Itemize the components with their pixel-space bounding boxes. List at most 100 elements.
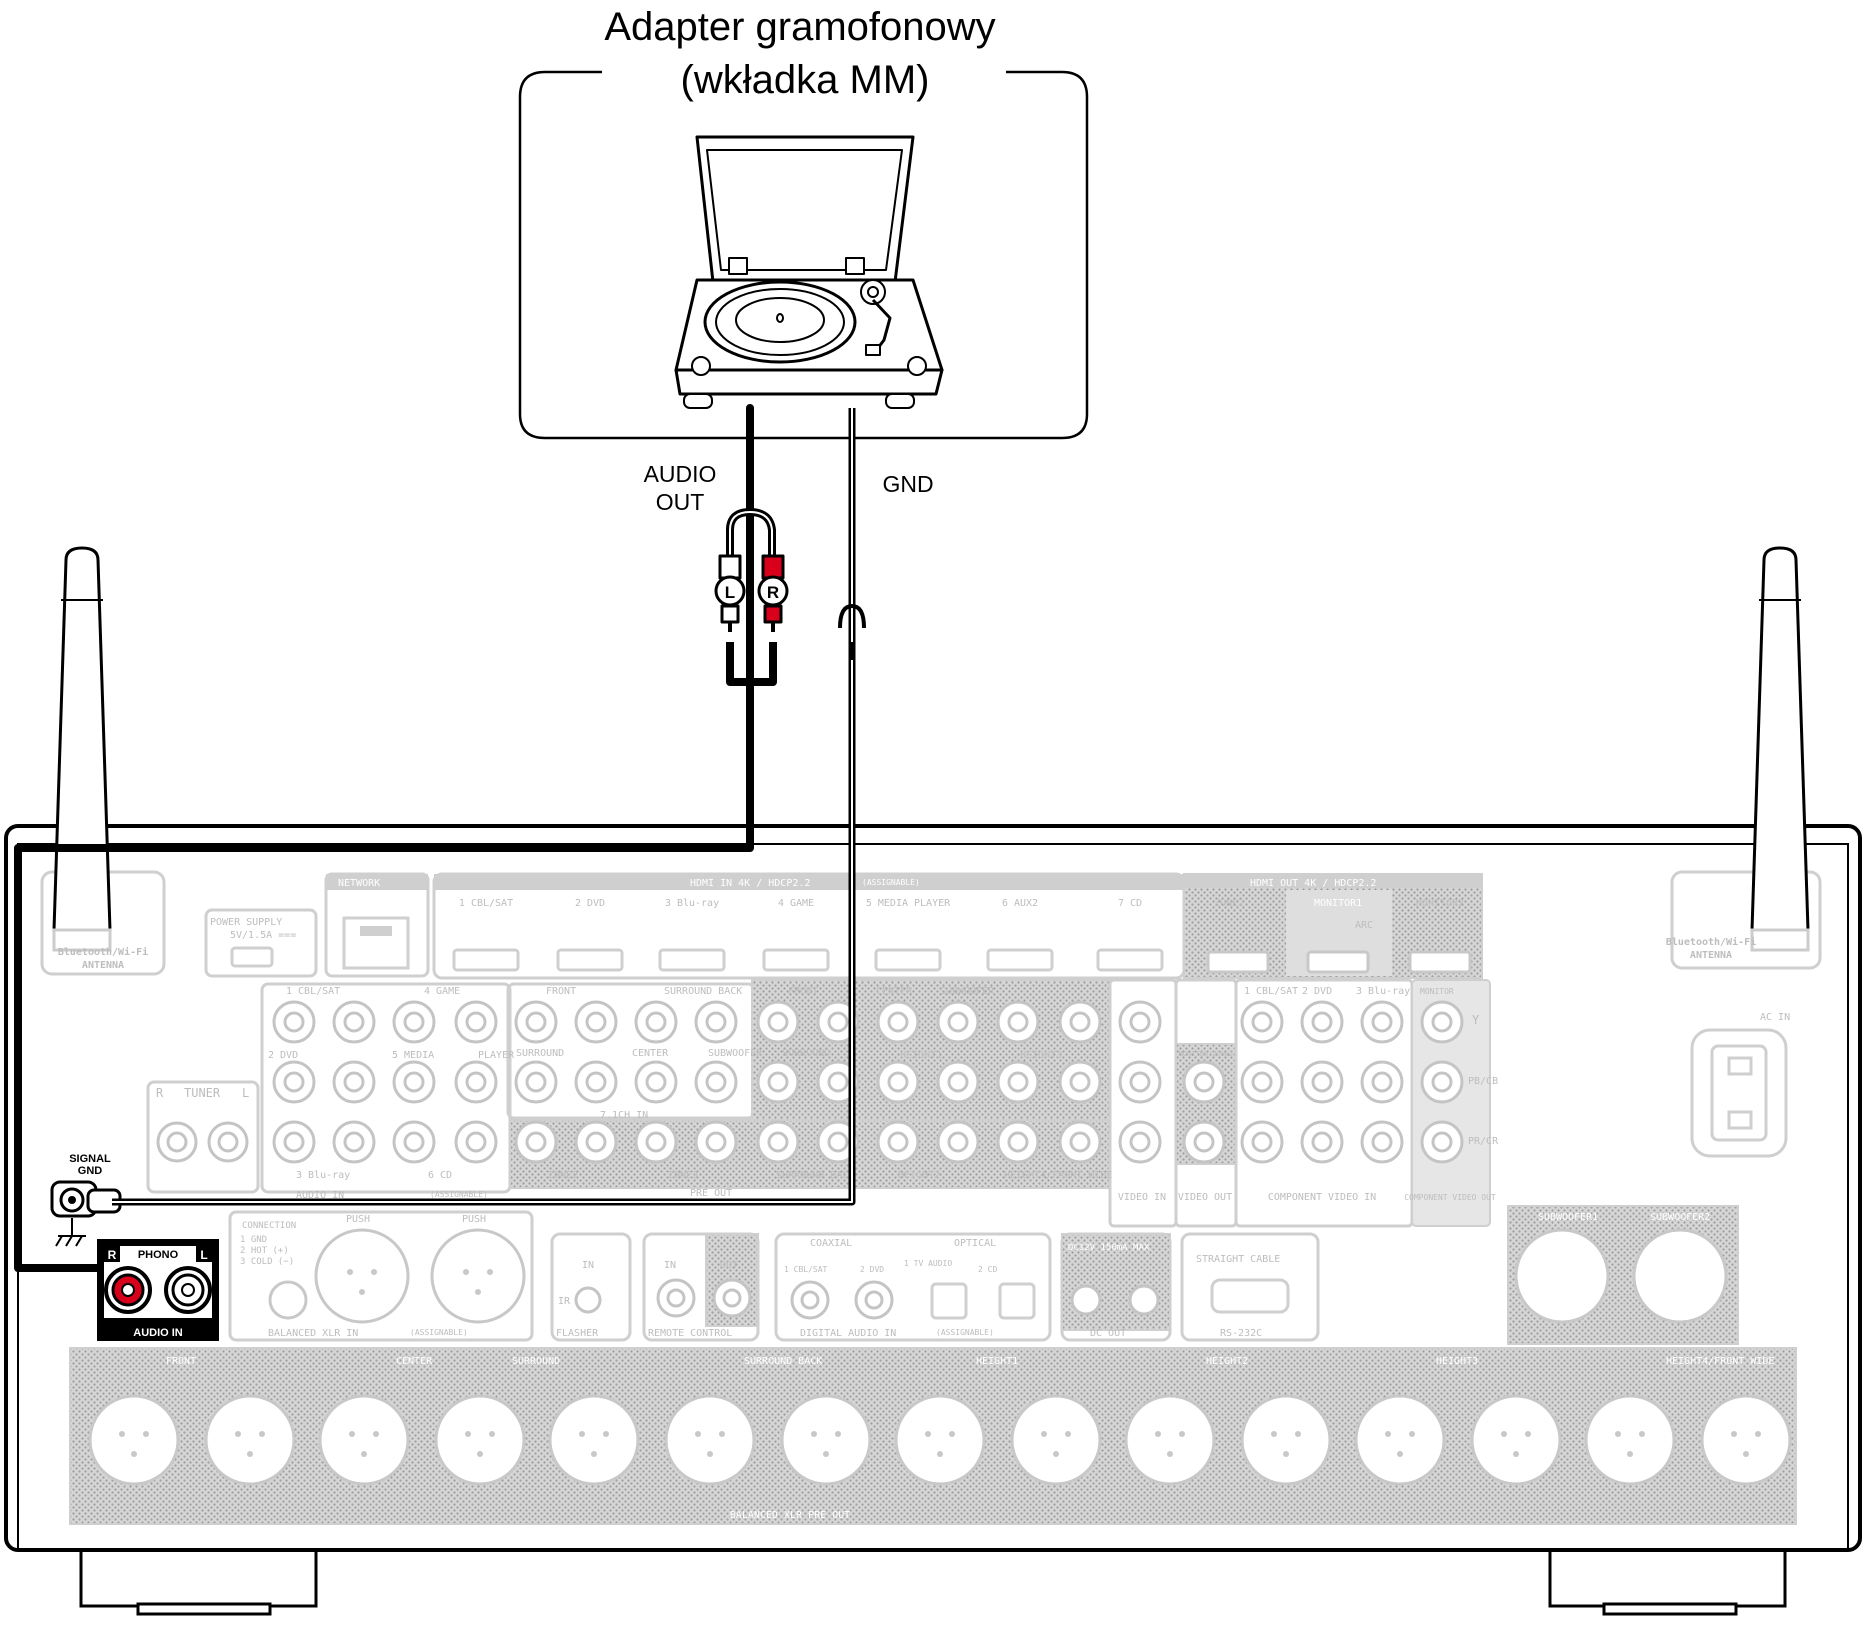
xlr-pin [925,1431,931,1437]
jack-group-label: FRONT [546,986,576,997]
xlr-pin [1167,1451,1173,1457]
monitor-zone2-label: MONITOR/ZONE2 [1179,1050,1234,1058]
jack-group-label: SURROUND BACK [776,1170,854,1181]
xlr-pin [1053,1451,1059,1457]
remote-out-label: OUT [720,1260,738,1271]
balanced-xlr-in-label: BALANCED XLR IN [268,1328,358,1339]
xlr-pin [119,1431,125,1437]
rca-jack-center [645,1011,667,1033]
rca-jack-center [1371,1131,1393,1153]
signal-gnd-label2: GND [78,1165,103,1177]
digital-in-1: 1 CBL/SAT [784,1265,828,1274]
xlr-pin [477,1451,483,1457]
remote-control-label: REMOTE CONTROL [648,1328,732,1339]
rca-jack-center [1069,1071,1091,1093]
rca-jack-center [645,1071,667,1093]
hdmi-in-input-label: 3 Blu-ray [665,898,719,909]
jack-group-label: FRONT [788,986,818,997]
jack-group-label: SUBWOOFER [708,1048,763,1059]
jack-group-label: SURROUND [516,1048,564,1059]
xlr-pin [1041,1431,1047,1437]
rca-jack-center [705,1131,727,1153]
rca-jack-center [1311,1071,1333,1093]
push-label-2: PUSH [462,1214,486,1225]
rca-jack-center [1007,1011,1029,1033]
flasher-in-label: IN [582,1260,594,1271]
balanced-xlr-in-panel: CONNECTION 1 GND 2 HOT (+) 3 COLD (−) PU… [228,1210,534,1342]
seven-one-in-label: 7.1CH IN [600,1110,648,1121]
xlr-pin [695,1431,701,1437]
bt-antenna-label2: ANTENNA [82,960,124,971]
xlr-jack [664,1394,756,1486]
rca-jack-center [1251,1011,1273,1033]
hdmi-out-output-label: MONITOR1 [1314,898,1362,909]
xlr-pin [603,1431,609,1437]
rca-plugs: L R [714,508,789,686]
xlr-pin [1615,1431,1621,1437]
hdmi-out-port [1206,950,1270,974]
xlr-pin [835,1431,841,1437]
jack-group-label: HEIGHT2 [898,1170,940,1181]
rca-jack-center [1129,1071,1151,1093]
xlr-pin [719,1431,725,1437]
jack-group-label: CENTER [632,1048,669,1059]
rca-jack-center [1069,1131,1091,1153]
audio-out-label1: AUDIO [644,461,717,487]
jack-group-label: 5 MEDIA [392,1050,434,1061]
rca-jack-center [947,1131,969,1153]
network-label: NETWORK [338,878,380,889]
rca-jack-center [767,1011,789,1033]
rca-jack-center [525,1071,547,1093]
rca-jack-center [1193,1131,1215,1153]
rca-jack-center [343,1011,365,1033]
rca-jack-center [827,1011,849,1033]
pr-label: PR/CR [1468,1136,1499,1147]
xlr-pin [1283,1451,1289,1457]
rca-jack-center [1431,1011,1453,1033]
dc-out-panel: DC12V 150mA MAX DC OUT [1060,1232,1172,1342]
rs232c-label: RS-232C [1220,1328,1262,1339]
flasher-panel: IN IR FLASHER [550,1232,632,1342]
rca-jack-center [465,1131,487,1153]
phono-l-label: L [200,1248,207,1262]
rca-jack-center [767,1131,789,1153]
component-in-label: COMPONENT VIDEO IN [1268,1192,1376,1203]
antenna-right: Bluetooth/Wi-Fi ANTENNA [1666,546,1822,970]
audio-in-label: AUDIO IN [133,1327,183,1339]
turntable-icon [674,135,944,409]
xlr-jack [894,1394,986,1486]
xlr-pin [579,1431,585,1437]
xlr-pin [1271,1431,1277,1437]
rca-jack-center [645,1131,667,1153]
jack-group-label: SURROUND [782,1048,830,1059]
rca-jack-center [1007,1131,1029,1153]
jack-group-label: SUBWOOFER [940,986,995,997]
hdmi-in-input-label: 1 CBL/SAT [459,898,513,909]
rca-jack-center [283,1011,305,1033]
title-line1: Adapter gramofonowy [604,5,995,49]
xlr-jack [318,1394,410,1486]
xlr-pin [143,1431,149,1437]
rca-jack-center [283,1131,305,1153]
tuner-label: TUNER [184,1086,221,1100]
jack-group-label: 2 DVD [1302,986,1332,997]
rca-jack-center [403,1011,425,1033]
pre-out-label: PRE OUT [690,1188,732,1199]
hdmi-out-port [1306,950,1370,974]
xlr-pin [823,1451,829,1457]
hdmi-in-input-label: 7 CD [1118,898,1142,909]
xlr-pin [1179,1431,1185,1437]
hdmi-in-port [452,948,520,972]
rca-jack-center [827,1131,849,1153]
rca-jack-center [705,1071,727,1093]
rca-jack-center [1431,1071,1453,1093]
rca-jack-center [887,1011,909,1033]
dc-out-label: DC OUT [1090,1328,1126,1339]
ac-in-label: AC IN [1760,1012,1790,1023]
xlr-jack [1584,1394,1676,1486]
remote-control-panel: IN OUT REMOTE CONTROL [642,1232,760,1342]
xlr-pin [259,1431,265,1437]
xlr-pin [1731,1431,1737,1437]
